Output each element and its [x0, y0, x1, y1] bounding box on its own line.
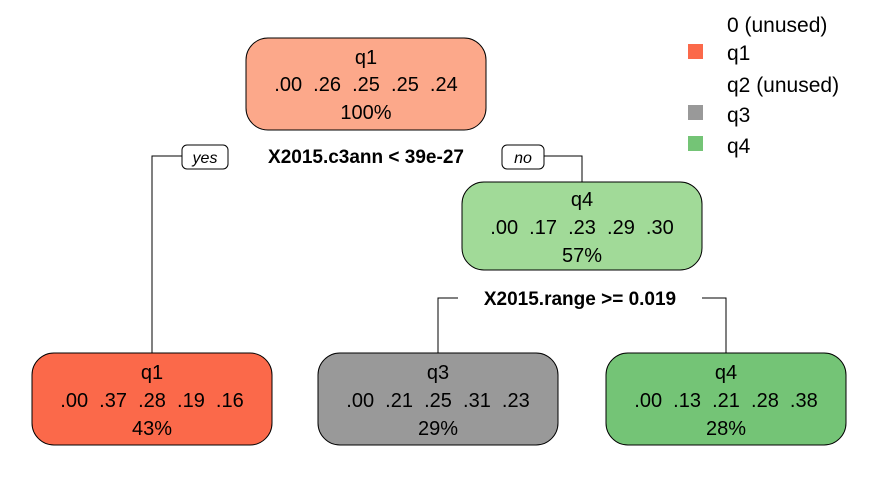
- no-badge: no: [501, 144, 545, 170]
- split-right-label: X2015.range >= 0.019: [484, 289, 676, 310]
- leaf-q3: q3 .00 .21 .25 .31 .23 29%: [317, 352, 559, 446]
- yes-label: yes: [192, 150, 218, 167]
- legend-label-q4: q4: [727, 135, 751, 158]
- node-root-probs: .00 .26 .25 .25 .24: [274, 74, 457, 96]
- leaf-q4-pct: 28%: [706, 418, 746, 440]
- node-right-box: [461, 181, 703, 271]
- split-root-label: X2015.c3ann < 39e-27: [268, 147, 464, 168]
- leaf-q4-box: [605, 352, 847, 446]
- edge-root-left: [151, 155, 182, 353]
- leaf-q4-probs: .00 .13 .21 .28 .38: [634, 390, 817, 412]
- leaf-q1-probs: .00 .37 .28 .19 .16: [60, 390, 243, 412]
- legend-label-0: 0 (unused): [727, 14, 827, 37]
- edge-root-right: [544, 155, 583, 182]
- legend-label-q2: q2 (unused): [727, 74, 839, 97]
- node-root-class: q1: [355, 47, 377, 69]
- edge-right-right: [702, 297, 727, 353]
- legend-label-q3: q3: [727, 104, 750, 127]
- node-right-class: q4: [571, 189, 593, 211]
- leaf-q4-class: q4: [715, 362, 737, 384]
- leaf-q3-probs: .00 .21 .25 .31 .23: [346, 390, 529, 412]
- legend-swatch-q1: [688, 44, 703, 59]
- legend-swatch-q4: [688, 136, 703, 151]
- legend: 0 (unused) q1 q2 (unused) q3 q4: [688, 14, 839, 158]
- leaf-q1: q1 .00 .37 .28 .19 .16 43%: [31, 352, 273, 446]
- node-right-probs: .00 .17 .23 .29 .30: [490, 217, 673, 239]
- leaf-q3-class: q3: [427, 362, 449, 384]
- leaf-q3-box: [317, 352, 559, 446]
- yes-badge: yes: [181, 144, 229, 170]
- legend-swatch-q3: [688, 105, 703, 120]
- tree-edges: [151, 155, 727, 353]
- leaf-q1-class: q1: [141, 362, 163, 384]
- leaf-q1-box: [31, 352, 273, 446]
- legend-label-q1: q1: [727, 42, 750, 65]
- no-label: no: [514, 150, 532, 167]
- node-right: q4 .00 .17 .23 .29 .30 57%: [461, 181, 703, 271]
- leaf-q3-pct: 29%: [418, 418, 458, 440]
- node-right-pct: 57%: [562, 245, 602, 267]
- node-root: q1 .00 .26 .25 .25 .24 100%: [245, 37, 487, 131]
- edge-right-left: [437, 297, 458, 353]
- leaf-q1-pct: 43%: [132, 418, 172, 440]
- leaf-q4: q4 .00 .13 .21 .28 .38 28%: [605, 352, 847, 446]
- node-root-box: [245, 37, 487, 131]
- node-root-pct: 100%: [340, 102, 391, 124]
